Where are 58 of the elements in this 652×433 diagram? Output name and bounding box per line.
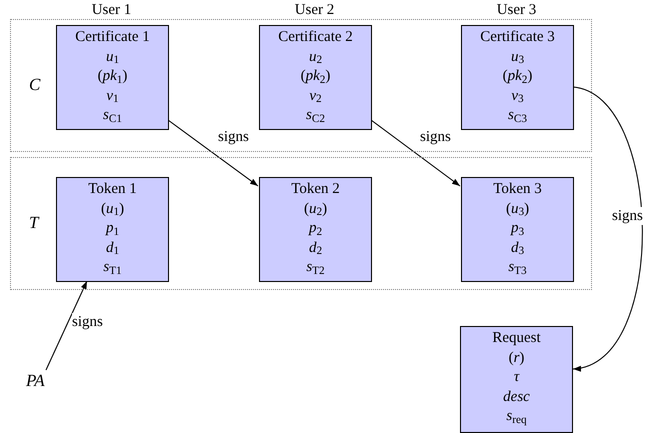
column-heading: User 3	[496, 1, 538, 19]
field-text: s$_{T2}$	[306, 258, 325, 278]
field-text: s$_{T3}$	[508, 258, 527, 278]
box-heading: Request	[492, 329, 541, 348]
field-text: (u$_{3}$)	[506, 200, 530, 219]
field-text: u$_{2}$	[308, 48, 322, 67]
field-text: s$_{C3}$	[508, 106, 527, 126]
edge-label: signs	[72, 313, 103, 331]
arrow	[46, 280, 88, 370]
row-label: C	[29, 74, 40, 96]
column-heading: User 2	[294, 1, 336, 19]
field-text: v$_{3}$	[511, 86, 524, 106]
field-text: u$_{1}$	[106, 48, 120, 67]
field-text: d$_{3}$	[510, 238, 524, 258]
record-box	[461, 177, 574, 282]
arrow	[370, 120, 460, 186]
arrow	[572, 86, 643, 370]
field-text: p$_{3}$	[510, 219, 524, 238]
record-box	[56, 177, 169, 282]
dotted-group-frame	[10, 19, 592, 152]
field-text: d$_{1}$	[106, 238, 120, 258]
edge-label: signs	[420, 128, 451, 146]
edge-label: signs	[612, 207, 643, 225]
field-text: p$_{2}$	[308, 219, 322, 238]
record-box	[259, 177, 372, 282]
field-text: (pk$_{1}$)	[98, 67, 128, 86]
box-heading: Certificate 1	[75, 28, 150, 47]
box-heading: Certificate 2	[278, 28, 353, 47]
field-text: v$_{2}$	[309, 86, 322, 106]
field-text: (r)	[508, 348, 524, 368]
field-text: (u$_{1}$)	[100, 200, 124, 219]
field-text: s$_{C2}$	[306, 106, 325, 126]
field-text: u$_{3}$	[510, 48, 524, 67]
record-box	[460, 326, 573, 433]
field-text: v$_{1}$	[106, 86, 119, 106]
field-text: desc	[503, 388, 530, 406]
field-text: s$_{C1}$	[103, 106, 122, 126]
field-text: (pk$_{2}$)	[300, 67, 330, 86]
edge-label: signs	[218, 128, 249, 146]
column-heading: User 1	[90, 1, 132, 19]
field-text: s$_{T1}$	[103, 258, 122, 278]
field-text: τ	[514, 368, 520, 387]
box-heading: Token 2	[291, 180, 340, 199]
record-box	[259, 25, 372, 130]
field-text: d$_{2}$	[308, 238, 322, 258]
field-text: (u$_{2}$)	[304, 200, 328, 219]
box-heading: Token 1	[88, 180, 137, 199]
arrow	[168, 120, 258, 186]
field-text: (pk$_{2}$)	[502, 67, 532, 86]
field-text: s$_{req}$	[506, 407, 527, 426]
box-heading: Token 3	[493, 180, 542, 199]
field-text: p$_{1}$	[106, 219, 120, 238]
record-box	[56, 25, 169, 130]
dotted-group-frame	[10, 157, 592, 290]
party-label: PA	[26, 370, 56, 392]
row-label: T	[29, 212, 38, 234]
record-box	[461, 25, 574, 130]
box-heading: Certificate 3	[480, 28, 555, 47]
